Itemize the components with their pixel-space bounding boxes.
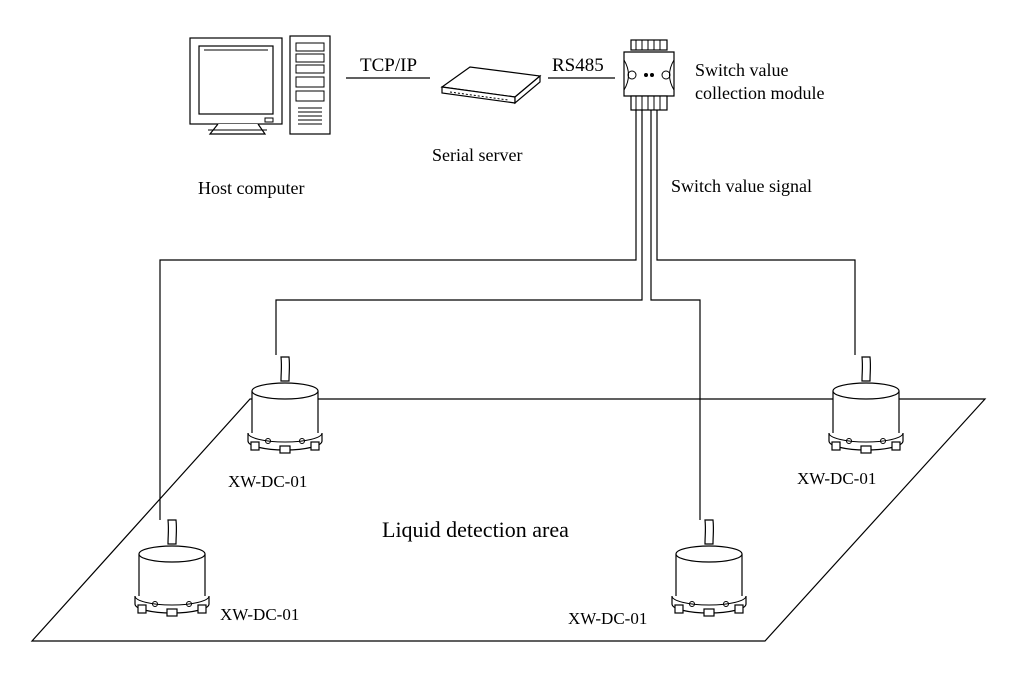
switch-signal-wires bbox=[159, 110, 856, 520]
host-computer-label: Host computer bbox=[198, 178, 304, 198]
tcpip-label: TCP/IP bbox=[360, 55, 417, 76]
sensor-s-label: XW-DC-01 bbox=[568, 609, 647, 628]
sensor-sw-label: XW-DC-01 bbox=[220, 605, 299, 624]
sensor-nw-icon bbox=[247, 356, 323, 454]
sensor-ne-icon bbox=[828, 356, 904, 454]
liquid-detection-area-outline bbox=[30, 398, 987, 642]
module-label-line1: Switch value bbox=[695, 60, 788, 80]
liquid-detection-area-label: Liquid detection area bbox=[382, 517, 569, 542]
serial-server-label: Serial server bbox=[432, 145, 522, 165]
sensor-nw-label: XW-DC-01 bbox=[228, 472, 307, 491]
sensor-ne-label: XW-DC-01 bbox=[797, 469, 876, 488]
sensor-sw-icon bbox=[134, 519, 210, 617]
desktop-computer-icon bbox=[189, 35, 331, 135]
serial-server-icon bbox=[440, 66, 542, 105]
sensor-s-icon bbox=[671, 519, 747, 617]
rs485-label: RS485 bbox=[552, 55, 604, 76]
switch-signal-label: Switch value signal bbox=[671, 176, 812, 196]
module-label-line2: collection module bbox=[695, 83, 824, 103]
collection-module-icon bbox=[623, 39, 675, 111]
